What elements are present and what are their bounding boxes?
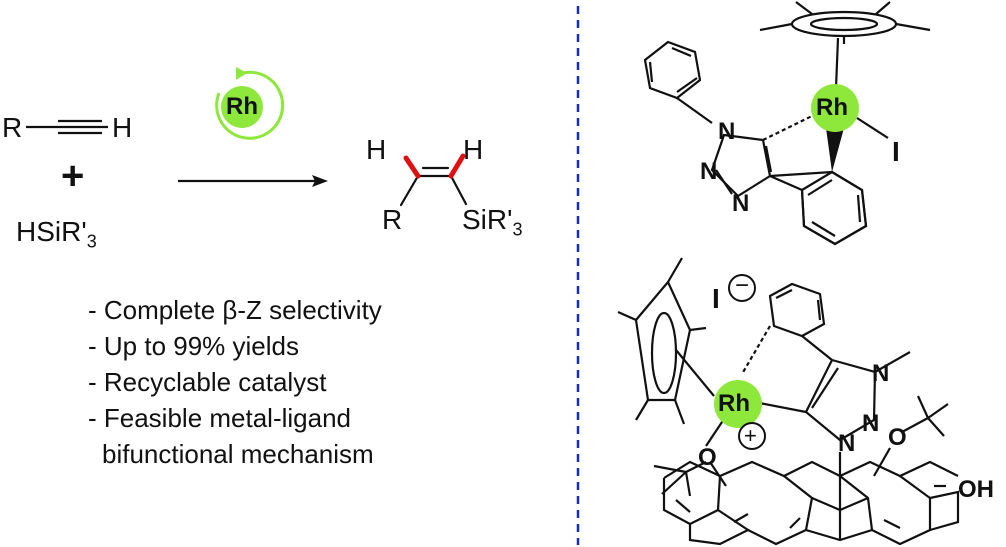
feature-list: - Complete β-Z selectivity - Up to 99% y… [88, 292, 382, 472]
complex1-n2-label: N [700, 158, 718, 185]
complex2-n3-label: N [838, 430, 856, 457]
reaction-arrow [178, 175, 328, 187]
alkyne-triple-bond [26, 119, 108, 135]
product-r-label: R [382, 204, 403, 235]
product-alkene-bonds [399, 153, 468, 207]
product-si-label: SiR'3 [462, 204, 523, 240]
complex2-iodide-label: I [712, 283, 720, 314]
feature-item: - Complete β-Z selectivity [88, 295, 382, 325]
complex2-plus-label: + [744, 423, 757, 448]
catalyst-badge-label: Rh [226, 93, 258, 120]
complex2-o1-label: O [698, 444, 717, 471]
feature-item: - Recyclable catalyst [88, 367, 327, 397]
complex2-plus-ring [738, 422, 766, 450]
catalyst-cycle-icon [215, 67, 285, 140]
alkyne-r-label: R [2, 112, 23, 143]
complex2-minus-ring [728, 274, 756, 302]
alkyne-h-label: H [112, 112, 133, 143]
complex2-rh-highlight [714, 380, 762, 428]
product-h1-label: H [366, 134, 387, 165]
plus-sign: + [61, 154, 85, 198]
complex1-rh-label: Rh [816, 94, 848, 121]
complex2-oh-label: OH [958, 476, 994, 503]
complex1-structure [643, 1, 931, 246]
complex1-iodide-label: I [892, 136, 900, 167]
complex2-n-methyl-label: N [872, 360, 890, 387]
complex1-n1-label: N [718, 118, 736, 145]
feature-item: - Feasible metal-ligand [88, 403, 352, 433]
complex2-o2-label: O [888, 424, 907, 451]
feature-item: - Up to 99% yields [88, 331, 299, 361]
complex1-wedge-bond [826, 128, 844, 172]
product-h2-label: H [463, 134, 484, 165]
silane-label: HSiR'3 [16, 216, 97, 252]
complex2-structure [617, 257, 960, 546]
complex1-rh-highlight [811, 84, 859, 132]
complex2-minus-label: − [735, 272, 750, 299]
feature-item: bifunctional mechanism [102, 439, 374, 469]
complex1-n3-label: N [732, 190, 750, 217]
complex2-rh-label: Rh [718, 390, 750, 417]
complex2-n2-label: N [862, 410, 880, 437]
